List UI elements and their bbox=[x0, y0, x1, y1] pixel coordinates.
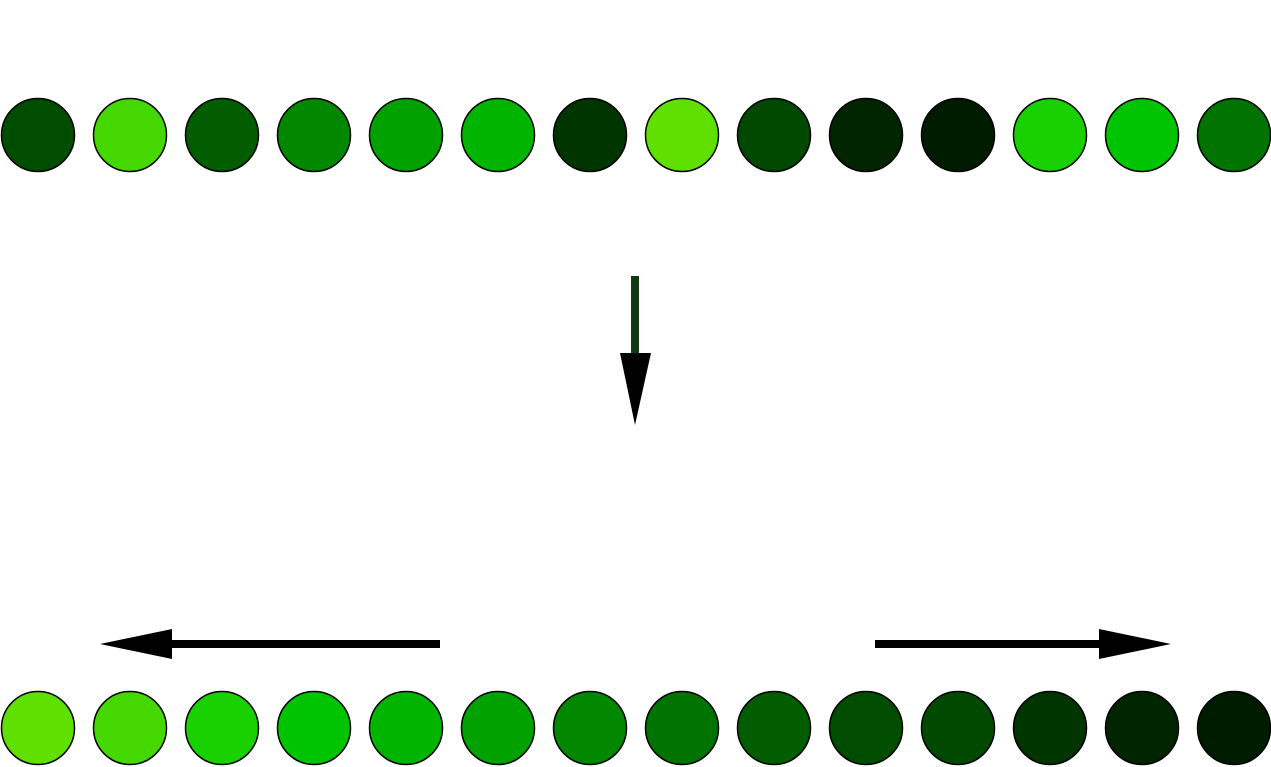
sorted-circle-13 bbox=[1104, 690, 1180, 766]
unsorted-circle-12 bbox=[1012, 97, 1088, 173]
unsorted-circle-7 bbox=[552, 97, 628, 173]
unsorted-circle-11 bbox=[920, 97, 996, 173]
right-arrow-head bbox=[1099, 629, 1171, 659]
left-arrow-shaft bbox=[168, 640, 440, 648]
sorted-circle-14 bbox=[1196, 690, 1271, 766]
sorted-circle-3 bbox=[184, 690, 260, 766]
unsorted-circle-9 bbox=[736, 97, 812, 173]
sorted-row bbox=[0, 690, 1271, 766]
unsorted-circle-13 bbox=[1104, 97, 1180, 173]
down-arrow-head bbox=[620, 353, 651, 425]
sorted-circle-2 bbox=[92, 690, 168, 766]
unsorted-circle-6 bbox=[460, 97, 536, 173]
sorted-circle-7 bbox=[552, 690, 628, 766]
down-arrow-shaft bbox=[631, 276, 639, 356]
sorted-circle-6 bbox=[460, 690, 536, 766]
sorted-circle-10 bbox=[828, 690, 904, 766]
sorted-circle-8 bbox=[644, 690, 720, 766]
sorted-circle-1 bbox=[0, 690, 76, 766]
sorted-circle-5 bbox=[368, 690, 444, 766]
unsorted-circle-2 bbox=[92, 97, 168, 173]
unsorted-circle-3 bbox=[184, 97, 260, 173]
left-arrow-head bbox=[100, 629, 172, 659]
sorted-circle-4 bbox=[276, 690, 352, 766]
down-arrow bbox=[620, 276, 651, 425]
left-arrow bbox=[100, 629, 440, 659]
unsorted-circle-1 bbox=[0, 97, 76, 173]
sorted-circle-9 bbox=[736, 690, 812, 766]
right-arrow-shaft bbox=[875, 640, 1105, 648]
unsorted-circle-5 bbox=[368, 97, 444, 173]
unsorted-circle-8 bbox=[644, 97, 720, 173]
unsorted-circle-4 bbox=[276, 97, 352, 173]
unsorted-row bbox=[0, 97, 1271, 173]
unsorted-circle-14 bbox=[1196, 97, 1271, 173]
sorted-circle-12 bbox=[1012, 690, 1088, 766]
right-arrow bbox=[875, 629, 1171, 659]
sorted-circle-11 bbox=[920, 690, 996, 766]
unsorted-circle-10 bbox=[828, 97, 904, 173]
